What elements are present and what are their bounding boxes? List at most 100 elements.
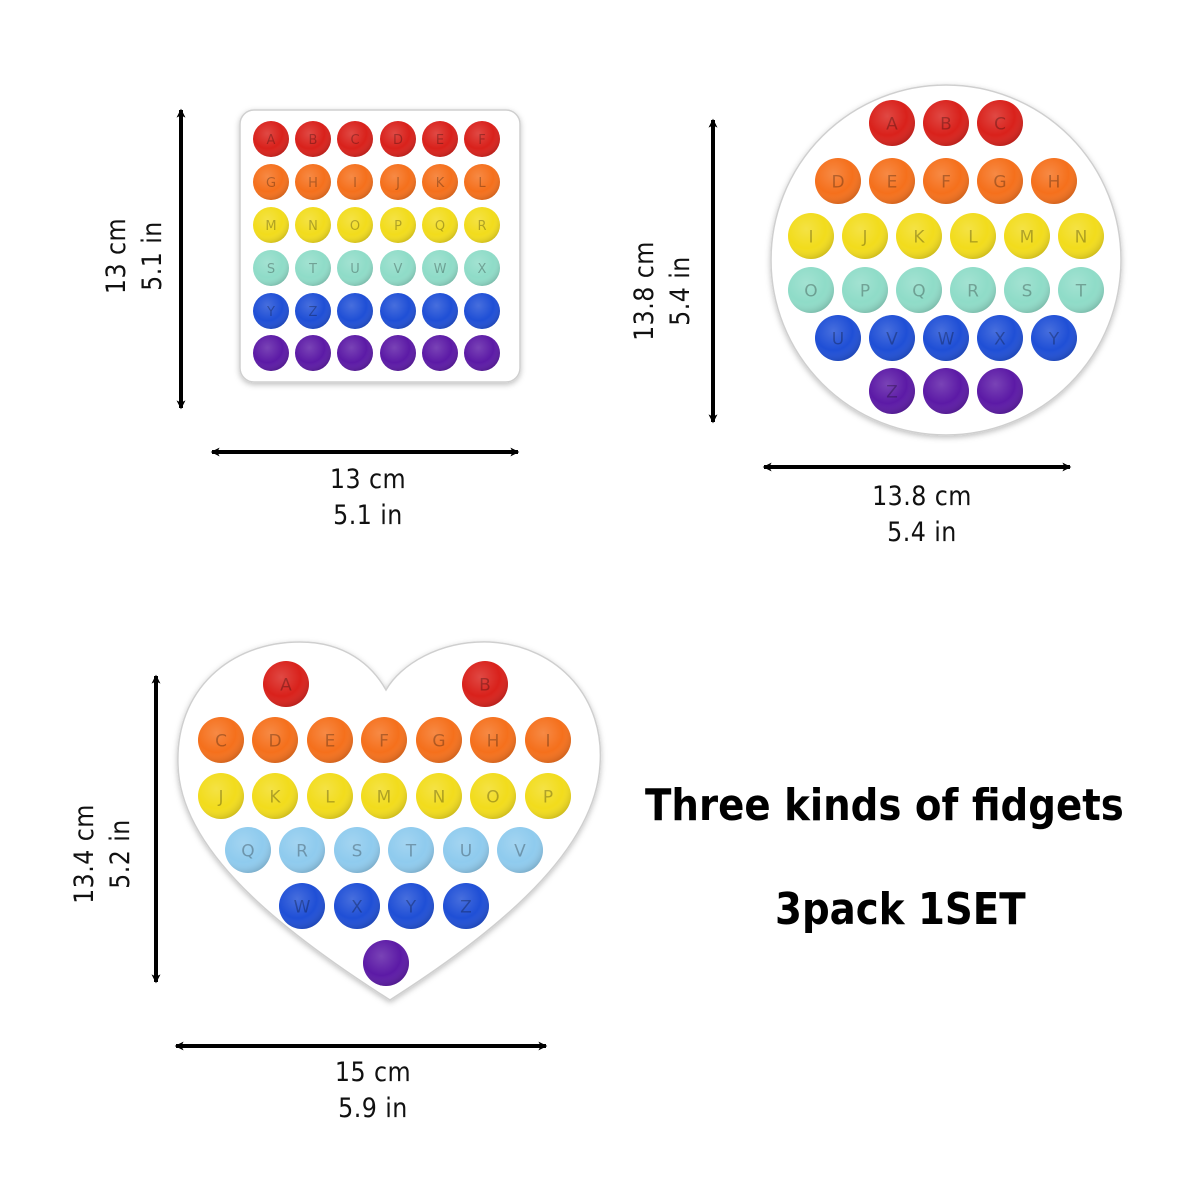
bubble-shade [263,661,309,707]
bubble-shade [416,773,462,819]
bubble-letter: W [294,897,311,917]
pop-bubble: C [198,717,244,763]
bubble-shade [443,883,489,929]
square-width-cm: 13 cm [329,464,407,495]
pop-bubble: T [1058,267,1104,313]
pop-bubble: J [842,213,888,259]
pop-bubble: T [388,827,434,873]
bubble-shade [380,164,416,200]
bubble-shade [388,883,434,929]
bubble-shade [950,267,996,313]
round-height-cm: 13.8 cm [629,241,660,341]
bubble-letter: F [941,172,951,192]
bubble-shade [253,207,289,243]
pop-bubble: S [1004,267,1050,313]
pop-bubble: A [869,100,915,146]
bubble-shade [337,250,373,286]
bubble-shade [422,207,458,243]
bubble-shade [1058,213,1104,259]
bubble-shade [977,368,1023,414]
pop-bubble: B [295,121,331,157]
bubble-shade [896,267,942,313]
pop-bubble: I [788,213,834,259]
bubble-shade [295,250,331,286]
bubble-shade [380,293,416,329]
pop-bubble: E [422,121,458,157]
bubble-shade [842,213,888,259]
bubble-shade [869,368,915,414]
bubble-letter: U [460,841,472,861]
bubble-shade [464,121,500,157]
bubble-letter: M [377,787,392,807]
bubble-shade [896,213,942,259]
bubble-letter: Y [405,897,417,917]
bubble-shade [337,121,373,157]
pop-bubble: P [380,207,416,243]
pop-bubble [295,335,331,371]
pop-bubble: Q [896,267,942,313]
bubble-letter: D [831,172,844,192]
bubble-letter: Q [912,281,925,301]
pop-bubble: M [1004,213,1050,259]
bubble-shade [464,164,500,200]
bubble-shade [295,293,331,329]
pop-bubble: C [977,100,1023,146]
pop-bubble: P [525,773,571,819]
bubble-shade [977,158,1023,204]
bubble-letter: E [436,133,444,148]
bubble-letter: T [1075,281,1087,301]
bubble-shade [380,250,416,286]
pop-bubble: O [788,267,834,313]
bubble-shade [923,315,969,361]
bubble-letter: J [861,227,867,247]
pop-bubble: F [361,717,407,763]
bubble-letter: Y [266,305,275,320]
pop-bubble: E [307,717,353,763]
pop-bubble: L [307,773,353,819]
pop-bubble [977,368,1023,414]
bubble-letter: J [395,176,400,191]
bubble-letter: C [350,133,359,148]
pop-bubble: F [464,121,500,157]
pop-bubble: B [923,100,969,146]
pop-bubble: G [253,164,289,200]
pop-bubble: I [525,717,571,763]
bubble-shade [253,164,289,200]
bubble-letter: L [968,227,978,247]
bubble-shade [525,773,571,819]
bubble-letter: F [478,133,485,148]
bubble-letter: P [543,787,553,807]
pop-bubble [337,335,373,371]
round-height-in: 5.4 in [665,256,696,326]
bubble-letter: N [433,787,446,807]
pop-bubble: B [462,661,508,707]
pop-bubble: K [896,213,942,259]
tagline-pack: 3pack 1SET [775,884,1026,935]
bubble-letter: C [215,731,227,751]
bubble-letter: K [913,227,925,247]
pop-bubble: A [253,121,289,157]
tagline-kinds: Three kinds of fidgets [645,780,1124,831]
bubble-shade [380,207,416,243]
bubble-shade [252,773,298,819]
bubble-letter: M [1020,227,1035,247]
bubble-shade [470,717,516,763]
pop-bubble: M [253,207,289,243]
bubble-shade [337,335,373,371]
pop-bubble [380,293,416,329]
bubble-shade [253,335,289,371]
bubble-shade [361,717,407,763]
pop-bubble: N [416,773,462,819]
bubble-letter: E [325,731,336,751]
pop-bubble: H [470,717,516,763]
bubble-shade [337,164,373,200]
bubble-shade [334,883,380,929]
bubble-shade [422,250,458,286]
pop-bubble: G [416,717,462,763]
pop-bubble [464,293,500,329]
pop-bubble: X [464,250,500,286]
bubble-shade [464,207,500,243]
